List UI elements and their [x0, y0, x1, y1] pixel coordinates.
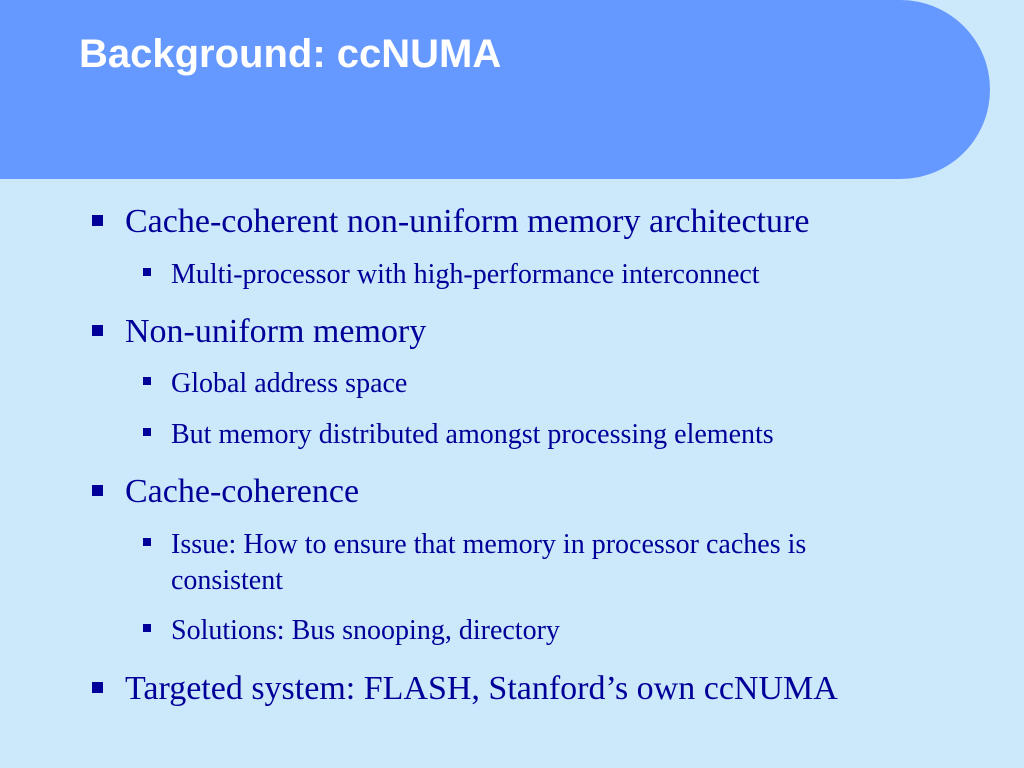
sub-bullet-3-1-line-2: consistent	[171, 565, 283, 596]
square-bullet-icon	[143, 624, 151, 632]
bullet-3: Cache-coherence	[125, 473, 360, 510]
sub-bullet-3-2: Solutions: Bus snooping, directory	[171, 615, 560, 646]
sub-bullet-3-1-line-1: Issue: How to ensure that memory in proc…	[171, 529, 807, 560]
square-bullet-icon	[92, 325, 103, 336]
square-bullet-icon	[92, 485, 103, 496]
bullet-4: Targeted system: FLASH, Stanford’s own c…	[125, 670, 838, 707]
square-bullet-icon	[143, 538, 151, 546]
square-bullet-icon	[143, 377, 151, 385]
bullet-1: Cache-coherent non-uniform memory archit…	[125, 203, 810, 240]
square-bullet-icon	[143, 428, 151, 436]
sub-bullet-2-1: Global address space	[171, 368, 408, 399]
square-bullet-icon	[92, 682, 103, 693]
slide-title: Background: ccNUMA	[79, 32, 502, 76]
sub-bullet-1-1: Multi-processor with high-performance in…	[171, 259, 760, 290]
square-bullet-icon	[92, 215, 103, 226]
bullet-2: Non-uniform memory	[125, 313, 427, 350]
title-band	[0, 0, 990, 179]
sub-bullet-2-2: But memory distributed amongst processin…	[171, 419, 774, 450]
square-bullet-icon	[143, 268, 151, 276]
